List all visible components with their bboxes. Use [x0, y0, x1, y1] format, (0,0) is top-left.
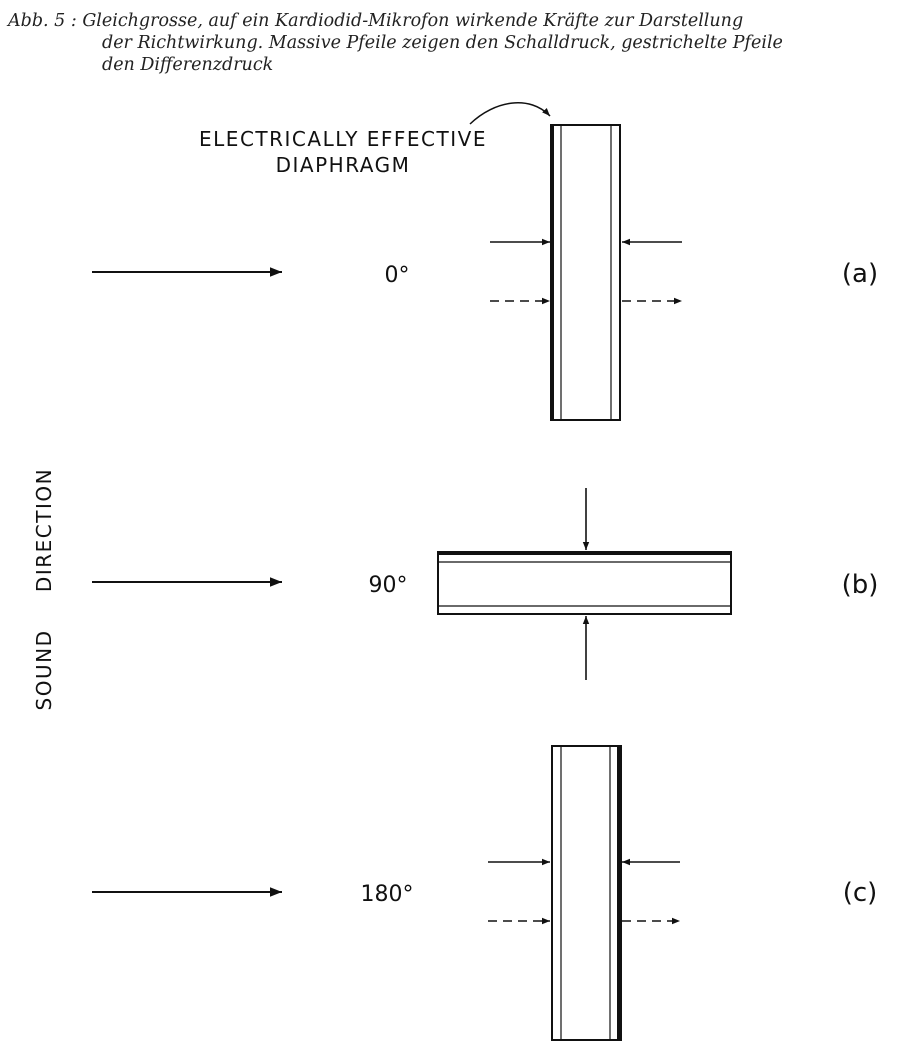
diaphragm-label-line-2: DIAPHRAGM: [276, 153, 411, 177]
diaphragm-capsule-c: [551, 745, 622, 1041]
diaphragm-capsule-b: [437, 551, 732, 615]
panel-c: 180° (c): [92, 745, 878, 1041]
caption-line-2: der Richtwirkung. Massive Pfeile zeigen …: [102, 33, 783, 53]
diaphragm-label-line-1: ELECTRICALLY EFFECTIVE: [199, 127, 487, 151]
sound-direction-label: SOUND DIRECTION: [32, 468, 56, 711]
figure-caption: Abb. 5 : Gleichgrosse, auf ein Kardiodid…: [8, 10, 918, 76]
side-label-sound: SOUND: [32, 630, 56, 711]
angle-label-c: 180°: [361, 882, 414, 907]
angle-label-b: 90°: [369, 573, 408, 598]
panel-tag-b: (b): [842, 570, 879, 600]
caption-line-1: Abb. 5 : Gleichgrosse, auf ein Kardiodid…: [8, 11, 744, 31]
panel-a: 0° (a): [92, 124, 878, 421]
panel-tag-c: (c): [843, 878, 878, 908]
side-label-direction: DIRECTION: [32, 468, 56, 592]
diaphragm-capsule-a: [550, 124, 621, 421]
panel-b: 90° (b): [92, 488, 878, 680]
panel-tag-a: (a): [842, 259, 878, 289]
angle-label-a: 0°: [385, 263, 410, 288]
caption-line-3: den Differenzdruck: [102, 55, 274, 75]
diaphragm-pointer-arrow: [469, 102, 551, 125]
